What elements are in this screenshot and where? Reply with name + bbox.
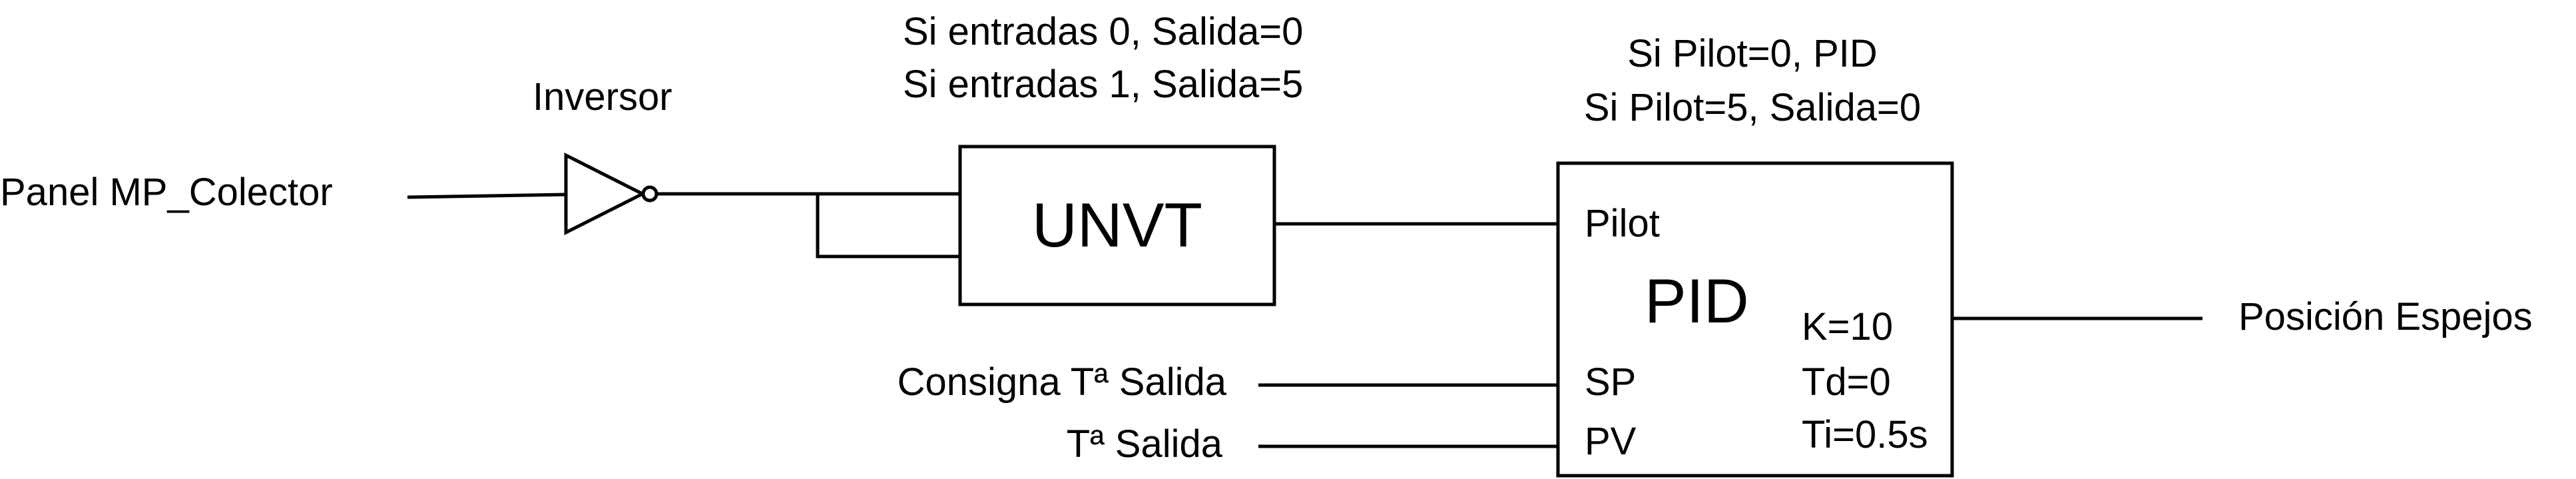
pid-note-line1: Si Pilot=0, PID bbox=[1627, 32, 1878, 75]
unvt-note-line2: Si entradas 1, Salida=5 bbox=[903, 63, 1303, 106]
pid-port-sp: SP bbox=[1585, 360, 1636, 404]
unvt-input-tie-wire bbox=[816, 192, 960, 258]
pid-param-ti: Ti=0.5s bbox=[1802, 413, 1928, 456]
panel-mp-colector-label: Panel MP_Colector bbox=[0, 171, 333, 214]
pid-port-pilot: Pilot bbox=[1585, 202, 1660, 245]
pid-block bbox=[1556, 161, 1954, 478]
unvt-title: UNVT bbox=[1032, 190, 1202, 260]
panel-to-inversor-wire bbox=[407, 193, 567, 199]
inversor-bubble-icon bbox=[641, 185, 658, 203]
pid-param-td: Td=0 bbox=[1802, 360, 1891, 404]
pid-title: PID bbox=[1645, 266, 1749, 336]
pid-param-k: K=10 bbox=[1802, 305, 1893, 348]
posicion-espejos-label: Posición Espejos bbox=[2238, 295, 2533, 338]
inversor-label: Inversor bbox=[533, 75, 672, 119]
pid-note-line2: Si Pilot=5, Salida=0 bbox=[1584, 86, 1921, 129]
unvt-note-line1: Si entradas 0, Salida=0 bbox=[903, 10, 1303, 53]
inversor-triangle-icon bbox=[564, 152, 646, 236]
consigna-label: Consigna Tª Salida bbox=[898, 360, 1227, 404]
pid-port-pv: PV bbox=[1585, 420, 1637, 463]
ta-salida-label: Tª Salida bbox=[1067, 422, 1223, 466]
